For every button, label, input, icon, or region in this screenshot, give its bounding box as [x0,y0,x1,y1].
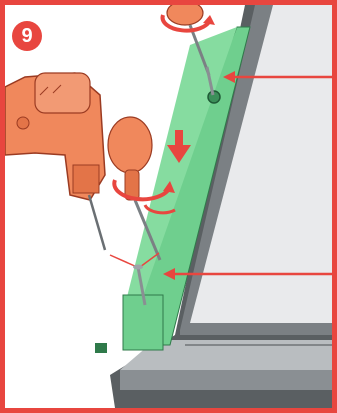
drill-icon [5,73,105,250]
bracket-foot [123,295,163,350]
assembly-illustration [5,5,332,408]
step-number-badge: 9 [12,21,42,51]
